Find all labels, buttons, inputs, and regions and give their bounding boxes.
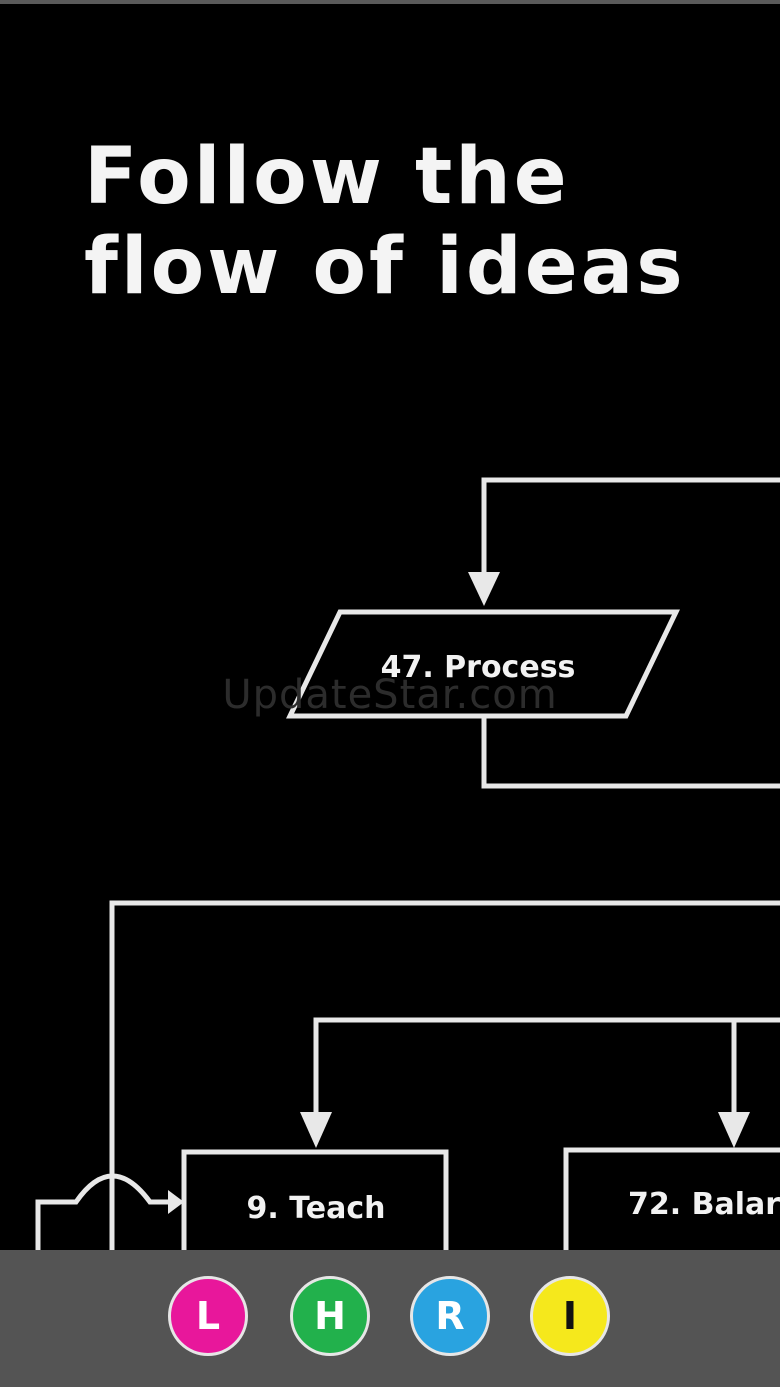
connector-left-loop: [109, 900, 780, 1250]
letter-i-badge[interactable]: I: [530, 1276, 610, 1356]
arrowhead-process: [468, 572, 500, 606]
top-status-strip: [0, 0, 780, 4]
connector-branch: [313, 1017, 780, 1118]
headline: Follow the flow of ideas: [84, 132, 686, 312]
process-node-label: 47. Process: [381, 650, 576, 685]
balance-node-label: 72. Balar: [628, 1187, 780, 1222]
headline-line-1: Follow the: [84, 132, 570, 222]
process-node-shape: [286, 609, 680, 719]
watermark: UpdateStar.com: [222, 672, 558, 718]
letter-l-badge[interactable]: L: [168, 1276, 248, 1356]
letter-h-badge[interactable]: H: [290, 1276, 370, 1356]
arrowhead-balance: [718, 1112, 750, 1148]
connector-top: [481, 477, 780, 578]
connector-process-out: [481, 716, 780, 789]
letter-r-badge[interactable]: R: [410, 1276, 490, 1356]
bottom-bar: [0, 1250, 780, 1387]
teach-node-shape: [181, 1149, 449, 1250]
balance-node-shape: [563, 1147, 780, 1250]
connector-jump: [35, 1173, 170, 1250]
arrowhead-teach: [300, 1112, 332, 1148]
headline-line-2: flow of ideas: [84, 222, 686, 312]
teach-node-label: 9. Teach: [247, 1191, 386, 1226]
arrowhead-jump: [168, 1190, 184, 1214]
